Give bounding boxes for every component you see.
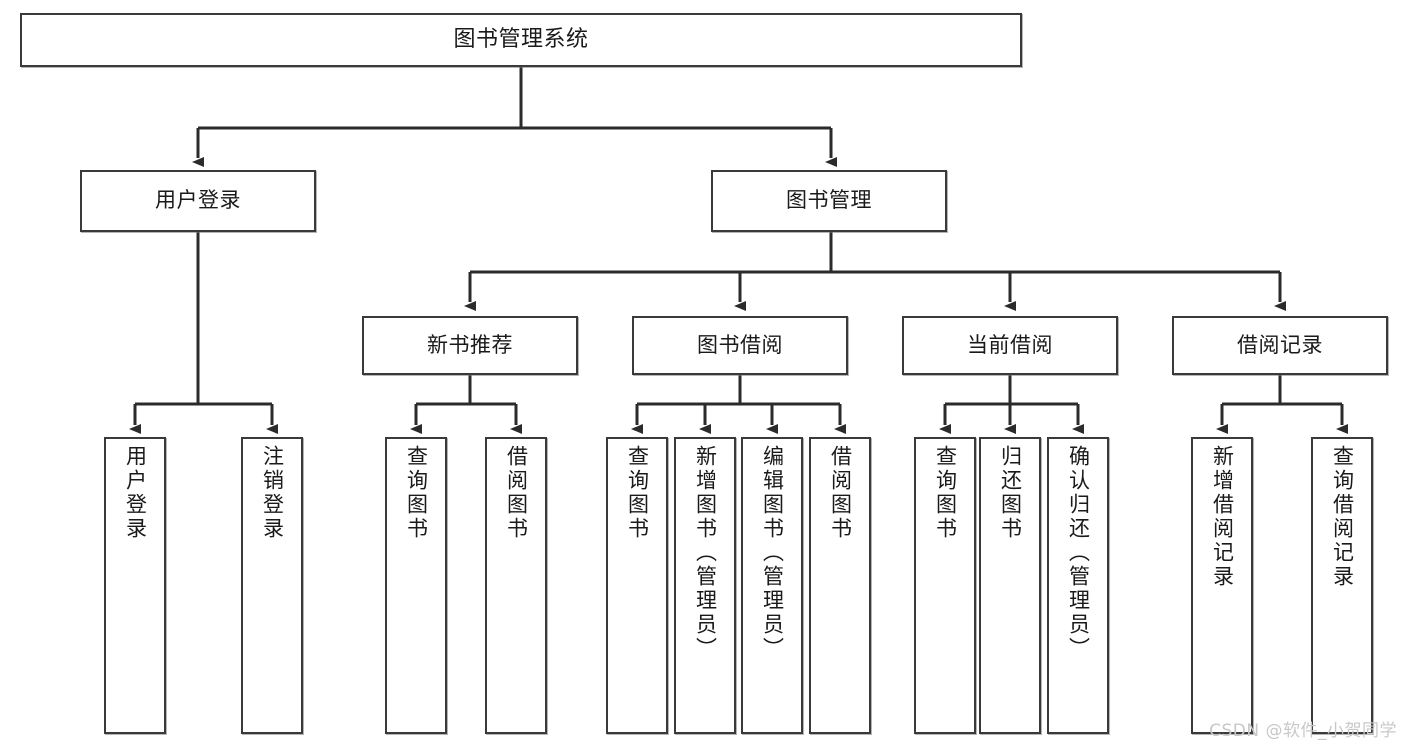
node-book-manage[interactable]: 图书管理	[711, 170, 947, 232]
node-label: 查询图书	[933, 445, 958, 541]
watermark: CSDN @软件_小贺同学	[1209, 721, 1397, 741]
node-leaf-borrow-book-2[interactable]: 借阅图书	[809, 437, 871, 734]
node-leaf-add-book[interactable]: 新增图书（管理员）	[674, 437, 736, 734]
node-label: 图书管理	[786, 188, 872, 213]
node-current-borrow[interactable]: 当前借阅	[902, 316, 1118, 375]
node-leaf-query-book-1[interactable]: 查询图书	[385, 437, 447, 734]
node-label: 用户登录	[155, 188, 241, 213]
node-leaf-query-record[interactable]: 查询借阅记录	[1311, 437, 1373, 734]
node-new-book-recommend[interactable]: 新书推荐	[362, 316, 578, 375]
node-leaf-add-record[interactable]: 新增借阅记录	[1191, 437, 1253, 734]
node-label: 借阅图书	[828, 445, 853, 541]
node-leaf-query-book-2[interactable]: 查询图书	[606, 437, 668, 734]
node-label: 图书管理系统	[453, 26, 589, 52]
node-borrow-record[interactable]: 借阅记录	[1172, 316, 1388, 375]
node-leaf-return-book[interactable]: 归还图书	[979, 437, 1041, 734]
node-label: 查询图书	[404, 445, 429, 541]
node-label: 查询借阅记录	[1330, 445, 1355, 589]
node-label: 新书推荐	[427, 332, 513, 357]
node-book-borrow[interactable]: 图书借阅	[632, 316, 848, 375]
node-label: 当前借阅	[967, 332, 1053, 357]
node-label: 借阅记录	[1237, 332, 1323, 357]
node-label: 图书借阅	[697, 332, 783, 357]
node-leaf-user-login[interactable]: 用户登录	[104, 437, 166, 734]
node-label: 新增图书（管理员）	[693, 445, 718, 661]
node-label: 注销登录	[260, 445, 285, 541]
node-label: 归还图书	[998, 445, 1023, 541]
node-label: 新增借阅记录	[1210, 445, 1235, 589]
node-label: 查询图书	[625, 445, 650, 541]
node-user-login[interactable]: 用户登录	[80, 170, 316, 232]
node-label: 借阅图书	[504, 445, 529, 541]
node-leaf-logout[interactable]: 注销登录	[241, 437, 303, 734]
node-label: 确认归还（管理员）	[1066, 445, 1091, 661]
node-label: 编辑图书（管理员）	[760, 445, 785, 661]
node-leaf-borrow-book-1[interactable]: 借阅图书	[485, 437, 547, 734]
node-root-book-management-system[interactable]: 图书管理系统	[20, 13, 1022, 67]
node-leaf-query-book-3[interactable]: 查询图书	[914, 437, 976, 734]
node-leaf-confirm-return[interactable]: 确认归还（管理员）	[1047, 437, 1109, 734]
node-leaf-edit-book[interactable]: 编辑图书（管理员）	[741, 437, 803, 734]
node-label: 用户登录	[123, 445, 148, 541]
